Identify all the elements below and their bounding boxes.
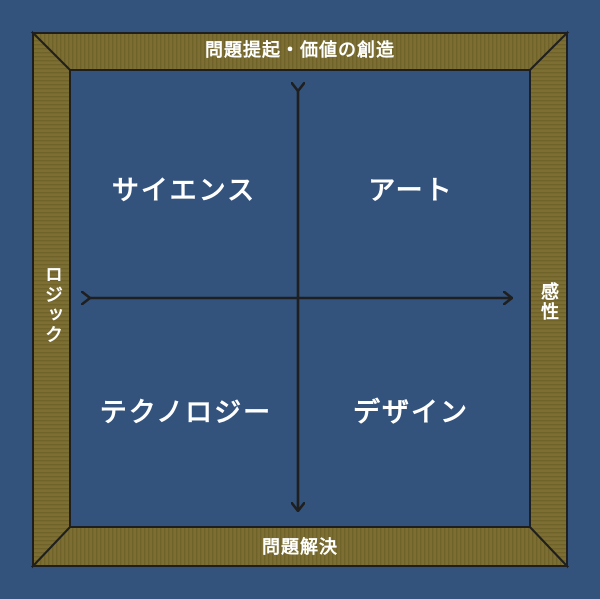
right-edge-label: 感性: [538, 282, 559, 322]
quadrant-bottom-left-label: テクノロジー: [99, 397, 273, 429]
left-edge-label: ロジック: [42, 265, 63, 345]
quadrant-top-left-label: サイエンス: [111, 175, 257, 207]
bottom-edge-label: 問題解決: [262, 537, 338, 558]
quadrant-bottom-right-label: デザイン: [353, 397, 469, 429]
top-edge-label: 問題提起・価値の創造: [205, 40, 395, 61]
quadrant-top-right-label: アート: [368, 175, 454, 207]
